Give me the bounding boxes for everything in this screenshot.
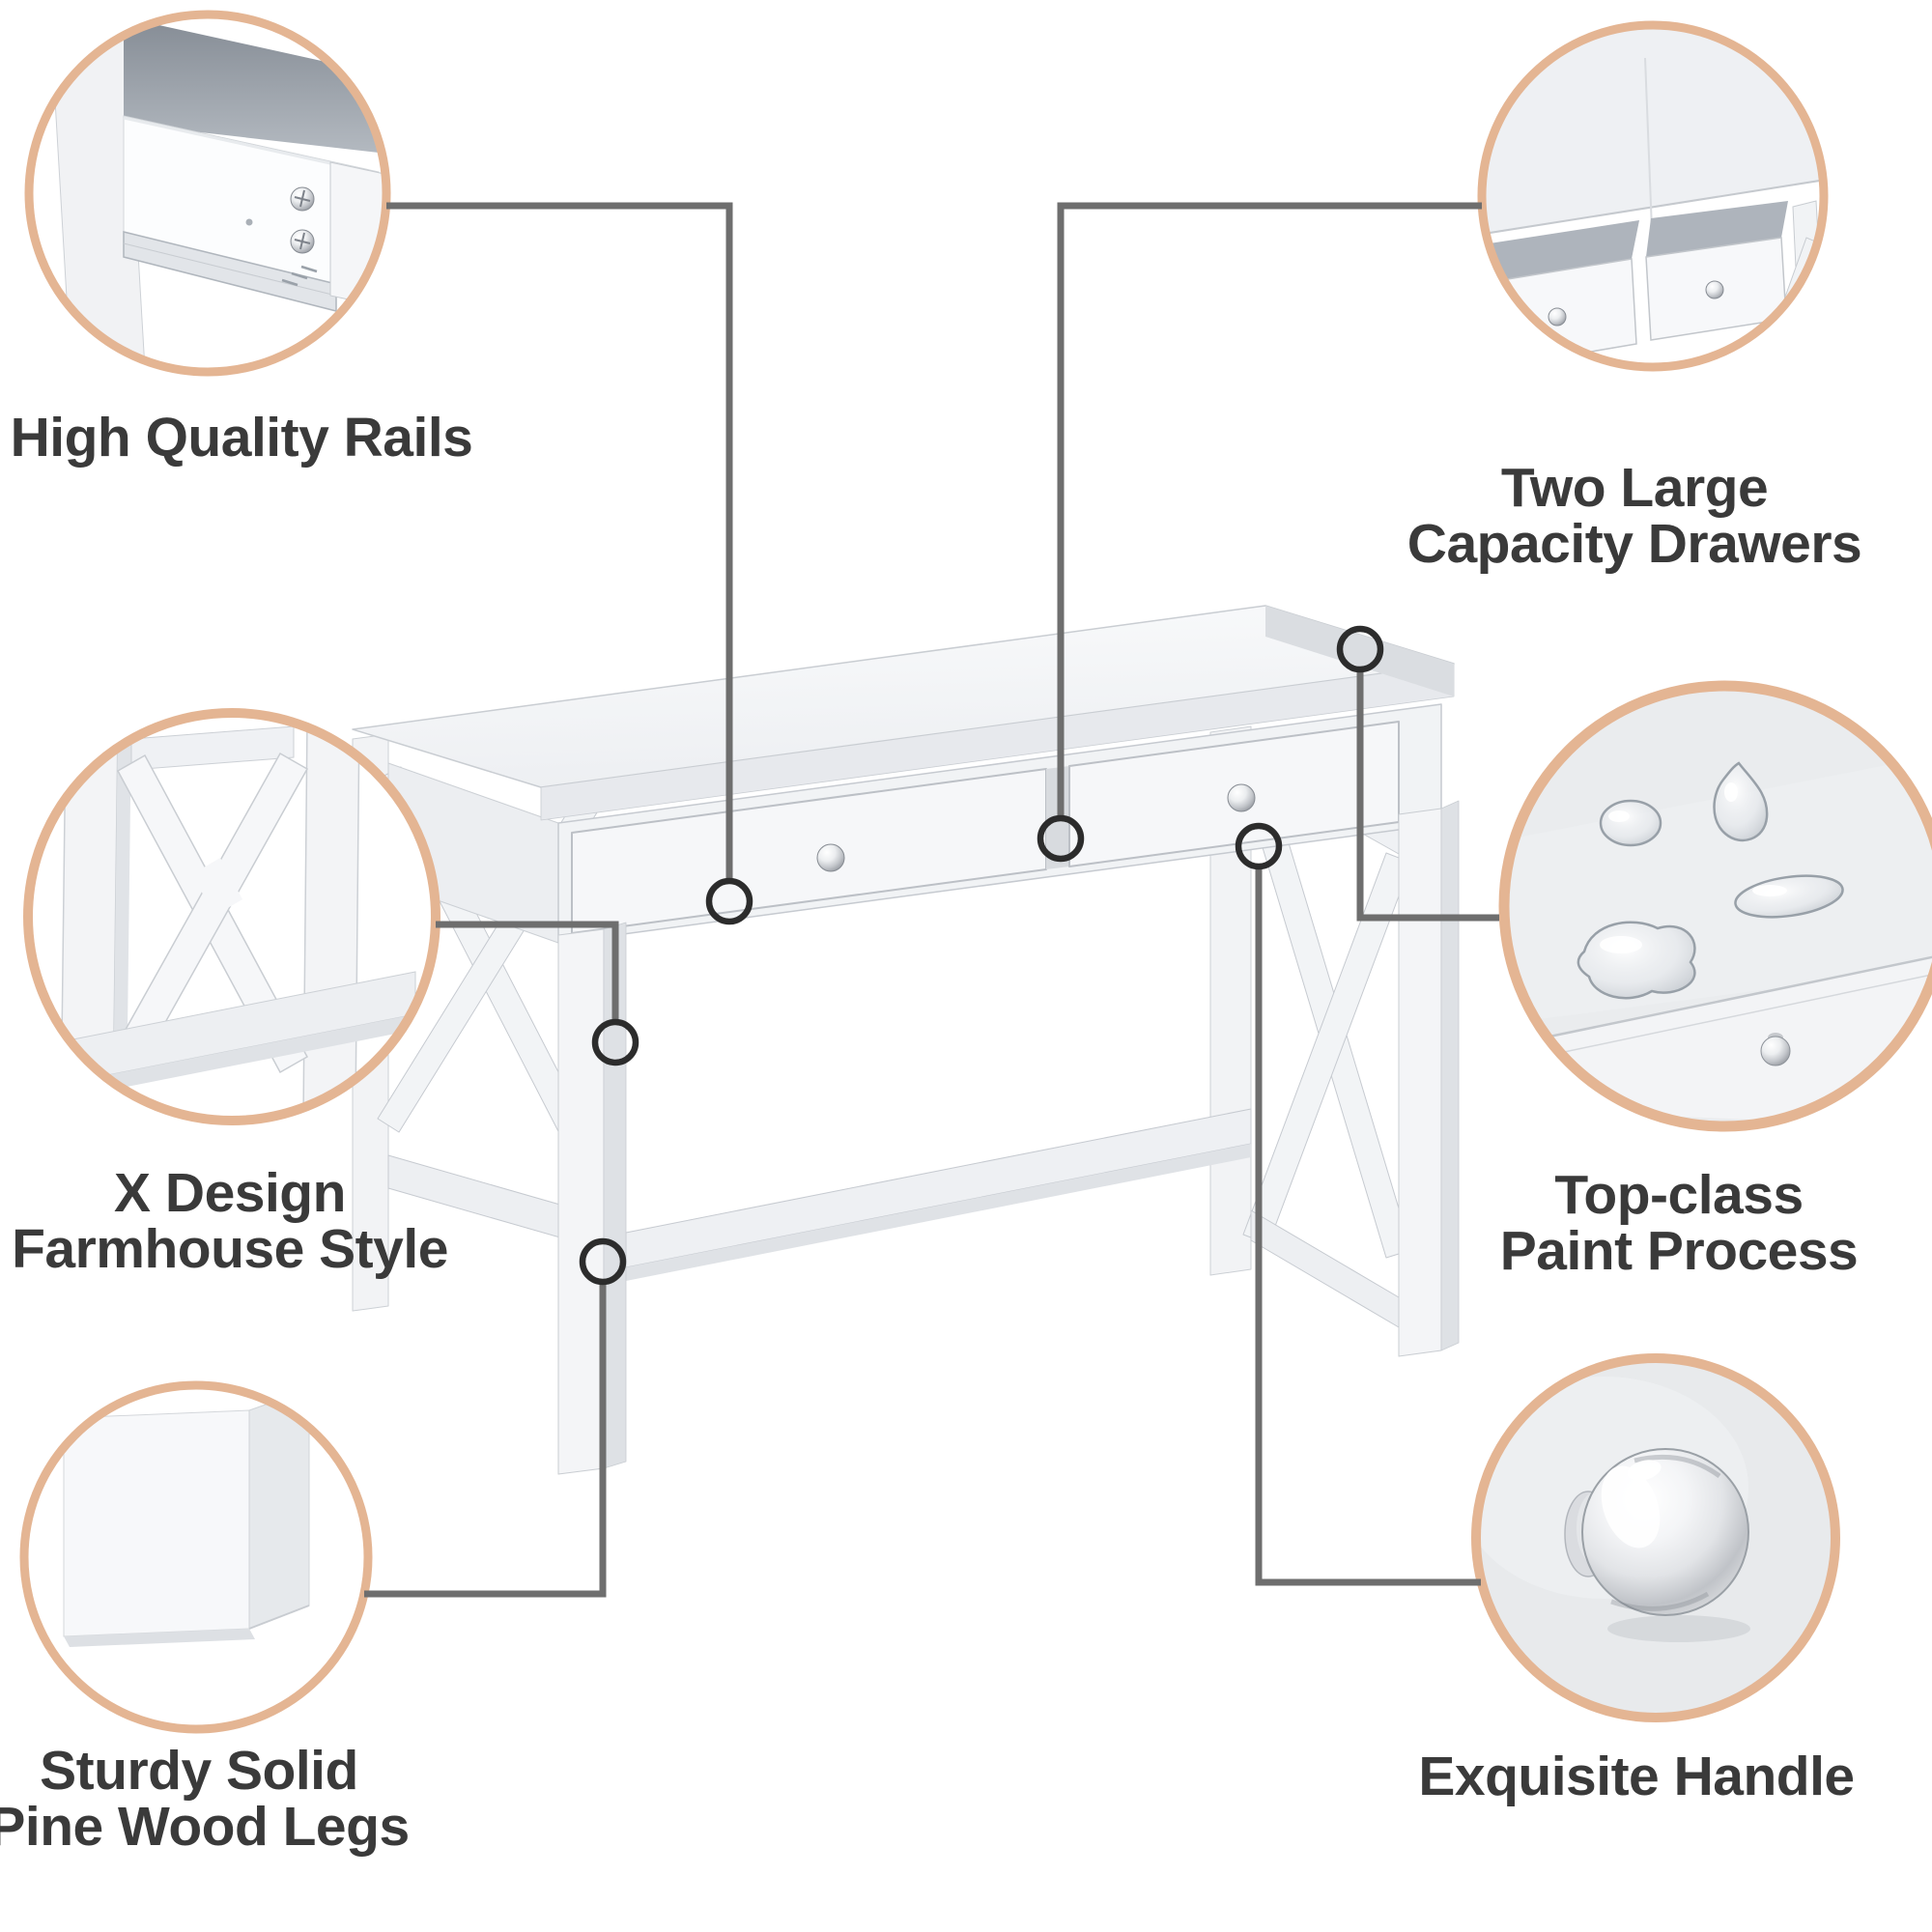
marker-x-design (591, 1018, 639, 1066)
callout-ring-drawers (1477, 20, 1829, 372)
callout-handle (1471, 1353, 1840, 1722)
connector-x-design (436, 921, 619, 1020)
connector-paint (1356, 670, 1499, 922)
connector-markers (579, 625, 1384, 1286)
desk-left-drawer-knob (816, 843, 845, 872)
callout-ring-legs (19, 1380, 373, 1734)
water-droplets-closeup-icon (1508, 753, 1932, 1122)
callout-paint (1498, 680, 1932, 1132)
callout-ring-paint (1498, 680, 1932, 1132)
desk-center-stretcher-face (626, 1144, 1251, 1281)
desk-front-right-leg-side (1440, 800, 1460, 1351)
desk-right-bottom-rail (1250, 1209, 1400, 1328)
pine-leg-closeup-icon (63, 1389, 310, 1647)
drawer-rail-closeup-icon (49, 18, 383, 368)
callout-x-design (23, 708, 440, 1125)
desk-center-stretcher (625, 1108, 1252, 1268)
connector-handle (1255, 867, 1481, 1586)
desk-right-drawer-knob (1227, 783, 1256, 812)
connector-legs (364, 1284, 607, 1598)
desk-illustration (352, 605, 1460, 1475)
marker-handle (1235, 822, 1283, 870)
connector-drawers (1057, 202, 1482, 816)
desk-front-left-leg (557, 928, 605, 1475)
callout-ring-rails (24, 10, 391, 377)
desk-top-right-edge (1265, 606, 1454, 696)
callout-legs (19, 1380, 373, 1734)
marker-drawers (1037, 814, 1085, 863)
rail-screws (290, 186, 315, 254)
marker-rails (705, 877, 753, 925)
connector-lines (364, 202, 1499, 1598)
connector-rails (386, 202, 733, 879)
chrome-knob-closeup-icon (1480, 1377, 1750, 1642)
callout-drawers (1477, 20, 1829, 372)
marker-legs (579, 1237, 627, 1286)
label-handle: Exquisite Handle (1418, 1746, 1855, 1807)
callout-rails (24, 10, 391, 377)
desk-front-right-leg (1398, 808, 1442, 1357)
callout-ring-handle (1471, 1353, 1840, 1722)
callout-ring-x-design (23, 708, 440, 1125)
x-frame-closeup-icon (38, 717, 416, 1117)
label-rails: High Quality Rails (10, 407, 473, 469)
marker-paint (1336, 625, 1384, 673)
